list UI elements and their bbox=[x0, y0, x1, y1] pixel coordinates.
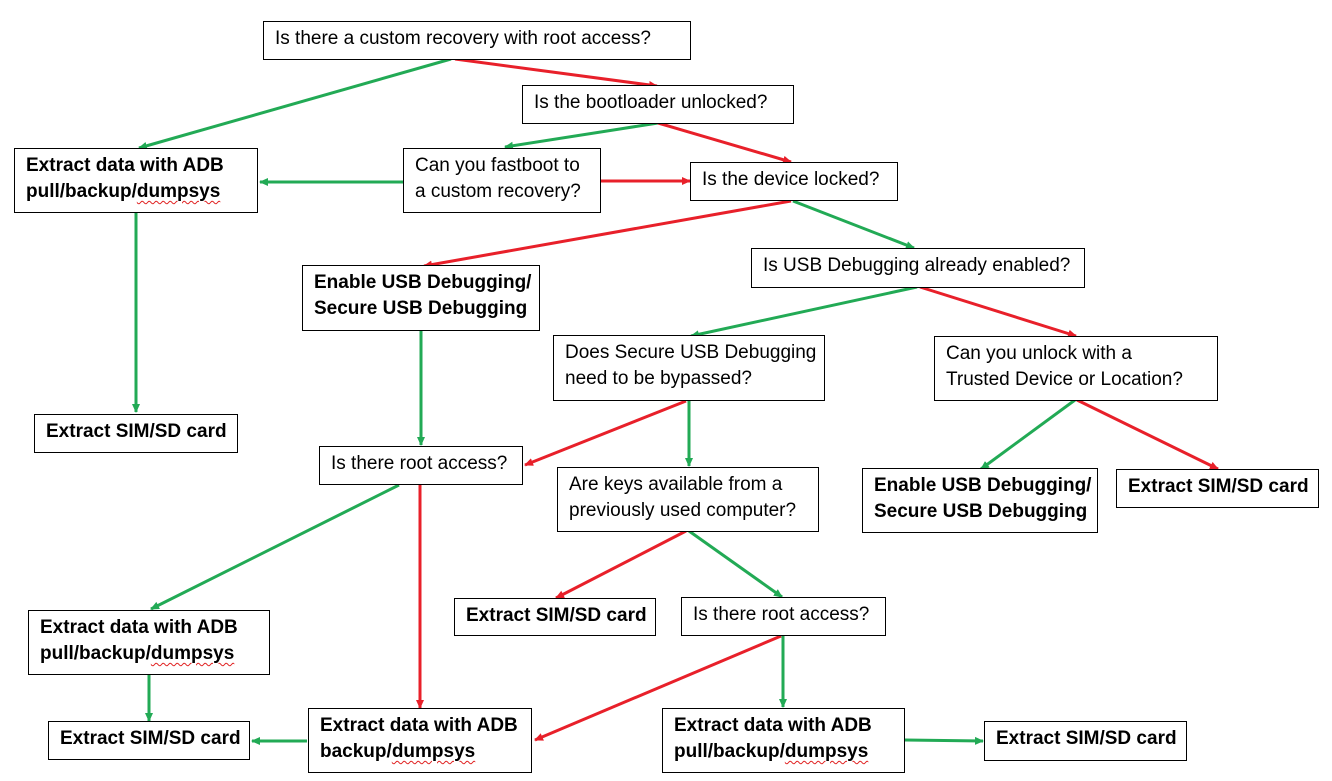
arrow-custom-recovery-to-bootloader bbox=[454, 57, 658, 89]
node-extract-sim-mid: Extract SIM/SD card bbox=[454, 598, 656, 636]
node-line: backup/dumpsys bbox=[320, 739, 520, 765]
node-extract-sim-bottom-right: Extract SIM/SD card bbox=[984, 721, 1187, 761]
arrow-keys-to-root-mid bbox=[688, 529, 783, 599]
node-line: pull/backup/dumpsys bbox=[26, 179, 246, 205]
node-line: Extract data with ADB bbox=[674, 715, 872, 736]
node-line: pull/backup/dumpsys bbox=[40, 641, 258, 667]
node-secure-usb-question: Does Secure USB Debugging need to be byp… bbox=[553, 335, 825, 401]
arrow-usb-enabled-to-trusted bbox=[919, 285, 1077, 338]
node-line: a custom recovery? bbox=[415, 181, 581, 202]
arrow-bootloader-to-fastboot bbox=[504, 121, 659, 150]
node-line-part: pull/backup/ bbox=[674, 741, 785, 762]
node-line: need to be bypassed? bbox=[565, 368, 752, 389]
node-line-part: backup/ bbox=[320, 741, 392, 762]
node-line: Enable USB Debugging/ bbox=[314, 272, 532, 293]
node-line: Secure USB Debugging bbox=[314, 298, 528, 319]
node-line: Is the bootloader unlocked? bbox=[534, 92, 768, 113]
arrow-root-left-to-extract-adb-left bbox=[150, 483, 400, 611]
node-line-part: dumpsys bbox=[784, 741, 869, 762]
node-line: Extract SIM/SD card bbox=[46, 421, 227, 442]
arrow-extract-adb-bottom-to-sim-bottom-right bbox=[904, 736, 984, 745]
node-line: Are keys available from a bbox=[569, 474, 783, 495]
arrow-keys-to-sim-mid bbox=[555, 529, 687, 600]
arrow-usb-enabled-to-secure-usb bbox=[690, 285, 918, 339]
node-root-access-question-left: Is there root access? bbox=[319, 446, 523, 485]
node-line: Secure USB Debugging bbox=[874, 501, 1088, 522]
node-line: Extract data with ADB bbox=[26, 155, 224, 176]
node-line-part: dumpsys bbox=[150, 643, 235, 664]
node-line-part: pull/backup/ bbox=[26, 181, 137, 202]
node-keys-available-question: Are keys available from a previously use… bbox=[557, 467, 819, 532]
node-line-part: dumpsys bbox=[136, 181, 221, 202]
arrow-locked-to-usb-enabled bbox=[792, 199, 915, 250]
node-extract-sim-bottom-left: Extract SIM/SD card bbox=[48, 721, 250, 760]
node-line: Is there root access? bbox=[331, 453, 508, 474]
node-enable-usb-debugging-right: Enable USB Debugging/ Secure USB Debuggi… bbox=[862, 468, 1098, 533]
node-line: Extract SIM/SD card bbox=[466, 605, 647, 626]
node-extract-adb-top: Extract data with ADB pull/backup/dumpsy… bbox=[14, 148, 258, 213]
node-line: Extract data with ADB bbox=[40, 617, 238, 638]
arrow-root-mid-to-extract-adb-backup bbox=[534, 634, 782, 742]
node-extract-sim-right: Extract SIM/SD card bbox=[1116, 469, 1319, 508]
node-line: Is USB Debugging already enabled? bbox=[763, 255, 1071, 276]
node-line: Is there a custom recovery with root acc… bbox=[275, 28, 651, 49]
node-line: Is the device locked? bbox=[702, 169, 880, 190]
node-fastboot-question: Can you fastboot to a custom recovery? bbox=[403, 148, 601, 213]
node-line: Does Secure USB Debugging bbox=[565, 342, 817, 363]
node-line: Can you unlock with a bbox=[946, 343, 1132, 364]
node-line: Extract data with ADB bbox=[320, 715, 518, 736]
node-device-locked-question: Is the device locked? bbox=[690, 162, 898, 201]
node-line: previously used computer? bbox=[569, 500, 797, 521]
node-custom-recovery-question: Is there a custom recovery with root acc… bbox=[263, 21, 691, 60]
node-enable-usb-debugging-left: Enable USB Debugging/ Secure USB Debuggi… bbox=[302, 265, 540, 331]
node-extract-adb-bottom: Extract data with ADB pull/backup/dumpsy… bbox=[662, 708, 905, 773]
node-line: Is there root access? bbox=[693, 604, 870, 625]
node-extract-adb-backup: Extract data with ADB backup/dumpsys bbox=[308, 708, 532, 773]
node-line: Extract SIM/SD card bbox=[996, 728, 1177, 749]
node-root-access-question-mid: Is there root access? bbox=[681, 597, 886, 636]
arrow-trusted-to-sim-right bbox=[1076, 398, 1219, 471]
node-usb-enabled-question: Is USB Debugging already enabled? bbox=[751, 248, 1085, 288]
arrow-trusted-to-enable-usb-right bbox=[980, 398, 1076, 471]
node-line-part: dumpsys bbox=[391, 741, 476, 762]
arrow-secure-usb-to-root-left bbox=[524, 399, 687, 467]
node-line: Can you fastboot to bbox=[415, 155, 580, 176]
arrow-bootloader-to-locked bbox=[657, 121, 792, 164]
node-trusted-device-question: Can you unlock with a Trusted Device or … bbox=[934, 336, 1218, 401]
arrow-custom-recovery-to-extract-adb-top bbox=[138, 57, 452, 150]
node-extract-adb-left: Extract data with ADB pull/backup/dumpsy… bbox=[28, 610, 270, 675]
arrow-locked-to-enable-usb-left bbox=[423, 199, 792, 269]
node-extract-sim-left: Extract SIM/SD card bbox=[34, 414, 238, 453]
node-line: Extract SIM/SD card bbox=[60, 728, 241, 749]
node-bootloader-question: Is the bootloader unlocked? bbox=[522, 85, 794, 124]
node-line-part: pull/backup/ bbox=[40, 643, 151, 664]
node-line: Enable USB Debugging/ bbox=[874, 475, 1092, 496]
node-line: pull/backup/dumpsys bbox=[674, 739, 893, 765]
node-line: Trusted Device or Location? bbox=[946, 369, 1183, 390]
node-line: Extract SIM/SD card bbox=[1128, 476, 1309, 497]
